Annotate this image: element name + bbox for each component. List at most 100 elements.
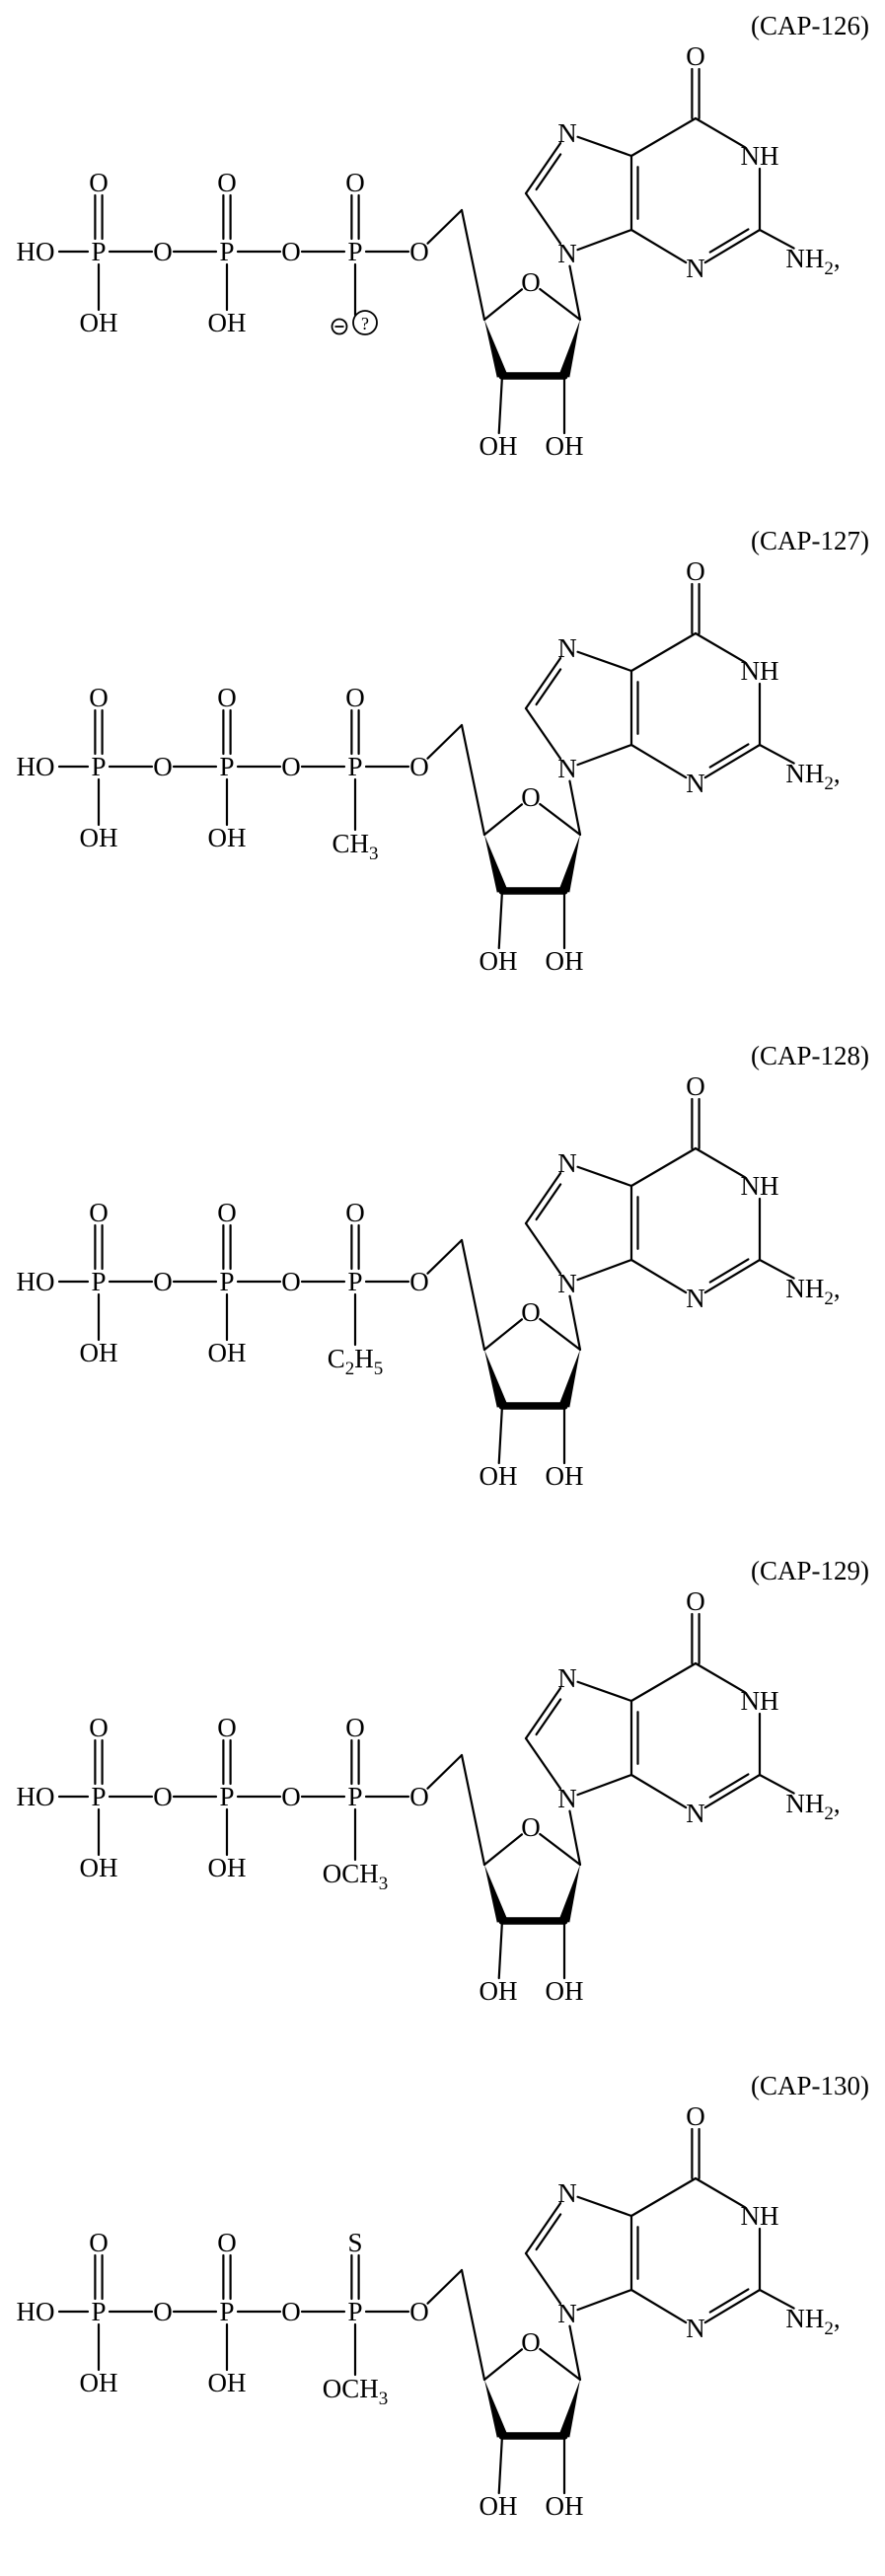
stereo-wedge-bond <box>558 2380 580 2438</box>
bond <box>460 208 486 322</box>
bond <box>694 1146 747 1179</box>
bond <box>460 2268 486 2382</box>
bond <box>708 743 750 769</box>
atom-label-OB1: OH <box>80 308 118 337</box>
atom-label-OT3: O <box>345 683 365 712</box>
atom-label-NH2: NH2, <box>785 1274 840 1309</box>
atom-label-OT3: O <box>345 1713 365 1742</box>
atom-label-OH3: OH <box>479 431 518 461</box>
atom-label-OT2: O <box>217 683 237 712</box>
bond <box>708 228 750 254</box>
atom-label-P3: P <box>347 2297 362 2326</box>
question-circle-icon <box>352 310 378 335</box>
bond <box>629 1146 698 1188</box>
stereo-wedge-bond <box>484 320 508 378</box>
bond <box>539 2347 582 2382</box>
atom-label-N9: N <box>557 2299 577 2328</box>
bond <box>568 1294 582 1352</box>
atom-label-O12: O <box>153 2297 173 2326</box>
bond <box>535 153 562 191</box>
bond <box>708 1258 750 1284</box>
bond <box>535 1698 562 1736</box>
bond <box>524 1686 562 1740</box>
stereo-wedge-bond <box>484 1350 508 1408</box>
bond <box>576 1773 633 1797</box>
structure-label: (CAP-129) <box>751 1556 869 1585</box>
bond <box>576 228 633 252</box>
stereo-wedge-bond <box>558 320 580 378</box>
atom-label-N3: N <box>686 2314 705 2343</box>
atom-label-OL: O <box>409 752 429 781</box>
bond <box>497 1919 504 1980</box>
bond <box>758 743 795 765</box>
atom-label-O12: O <box>153 752 173 781</box>
bond <box>629 2176 698 2218</box>
charge-question-group: ? <box>331 310 378 335</box>
atom-label-B3: OCH3 <box>323 1859 389 1894</box>
bond <box>539 1317 582 1352</box>
atom-label-OT1: O <box>89 683 109 712</box>
bond <box>497 2434 504 2495</box>
bond <box>524 141 562 195</box>
stereo-wedge-bond <box>558 1865 580 1923</box>
atom-label-OH3: OH <box>479 1976 518 2006</box>
atom-label-O6: O <box>686 1071 705 1101</box>
atom-label-N7: N <box>557 633 577 663</box>
atom-label-OT1: O <box>89 1198 109 1227</box>
atom-label-N7: N <box>557 1148 577 1178</box>
bond <box>524 2201 562 2255</box>
atom-label-OH2: OH <box>546 1976 584 2006</box>
bond <box>539 1832 582 1867</box>
atom-label-P1: P <box>91 237 106 266</box>
bond <box>524 1736 562 1791</box>
atom-label-OH2: OH <box>546 431 584 461</box>
atom-label-OB1: OH <box>80 823 118 852</box>
stereo-wedge-bond <box>484 2380 508 2438</box>
atom-label-HO: HO <box>17 237 55 266</box>
atom-label-O6: O <box>686 1586 705 1616</box>
atom-label-O4p: O <box>521 782 541 812</box>
atom-label-OH2: OH <box>546 2491 584 2521</box>
atom-label-OH3: OH <box>479 2491 518 2521</box>
atom-label-OT3: O <box>345 168 365 197</box>
atom-label-N1: NH <box>741 141 779 171</box>
bond <box>694 631 747 664</box>
atom-label-OL: O <box>409 2297 429 2326</box>
atom-label-NH2: NH2, <box>785 2304 840 2339</box>
bond <box>576 1165 633 1188</box>
atom-label-OH3: OH <box>479 1461 518 1491</box>
bond <box>524 1171 562 1225</box>
bond <box>758 1258 795 1280</box>
atom-label-O6: O <box>686 41 705 71</box>
atom-label-N1: NH <box>741 656 779 686</box>
bond <box>482 2348 524 2382</box>
bond <box>629 1661 698 1703</box>
bond <box>524 191 562 246</box>
bond <box>524 1221 562 1276</box>
atom-label-OT1: O <box>89 2228 109 2257</box>
bond <box>629 228 688 264</box>
structure-label: (CAP-126) <box>751 11 869 40</box>
atom-label-P3: P <box>347 1782 362 1811</box>
atom-label-P2: P <box>219 237 234 266</box>
atom-label-O12: O <box>153 237 173 266</box>
bond <box>576 135 633 158</box>
circled-minus-icon <box>331 318 348 335</box>
atom-label-OL: O <box>409 1782 429 1811</box>
stereo-wedge-bond <box>484 835 508 893</box>
structure-label: (CAP-128) <box>751 1041 869 1070</box>
atom-label-N1: NH <box>741 1171 779 1201</box>
atom-label-P3: P <box>347 237 362 266</box>
atom-label-OB1: OH <box>80 1338 118 1367</box>
atom-label-N3: N <box>686 254 705 283</box>
bond <box>535 668 562 706</box>
bond <box>703 743 762 779</box>
bond <box>758 1773 795 1795</box>
atom-label-N1: NH <box>741 2201 779 2231</box>
